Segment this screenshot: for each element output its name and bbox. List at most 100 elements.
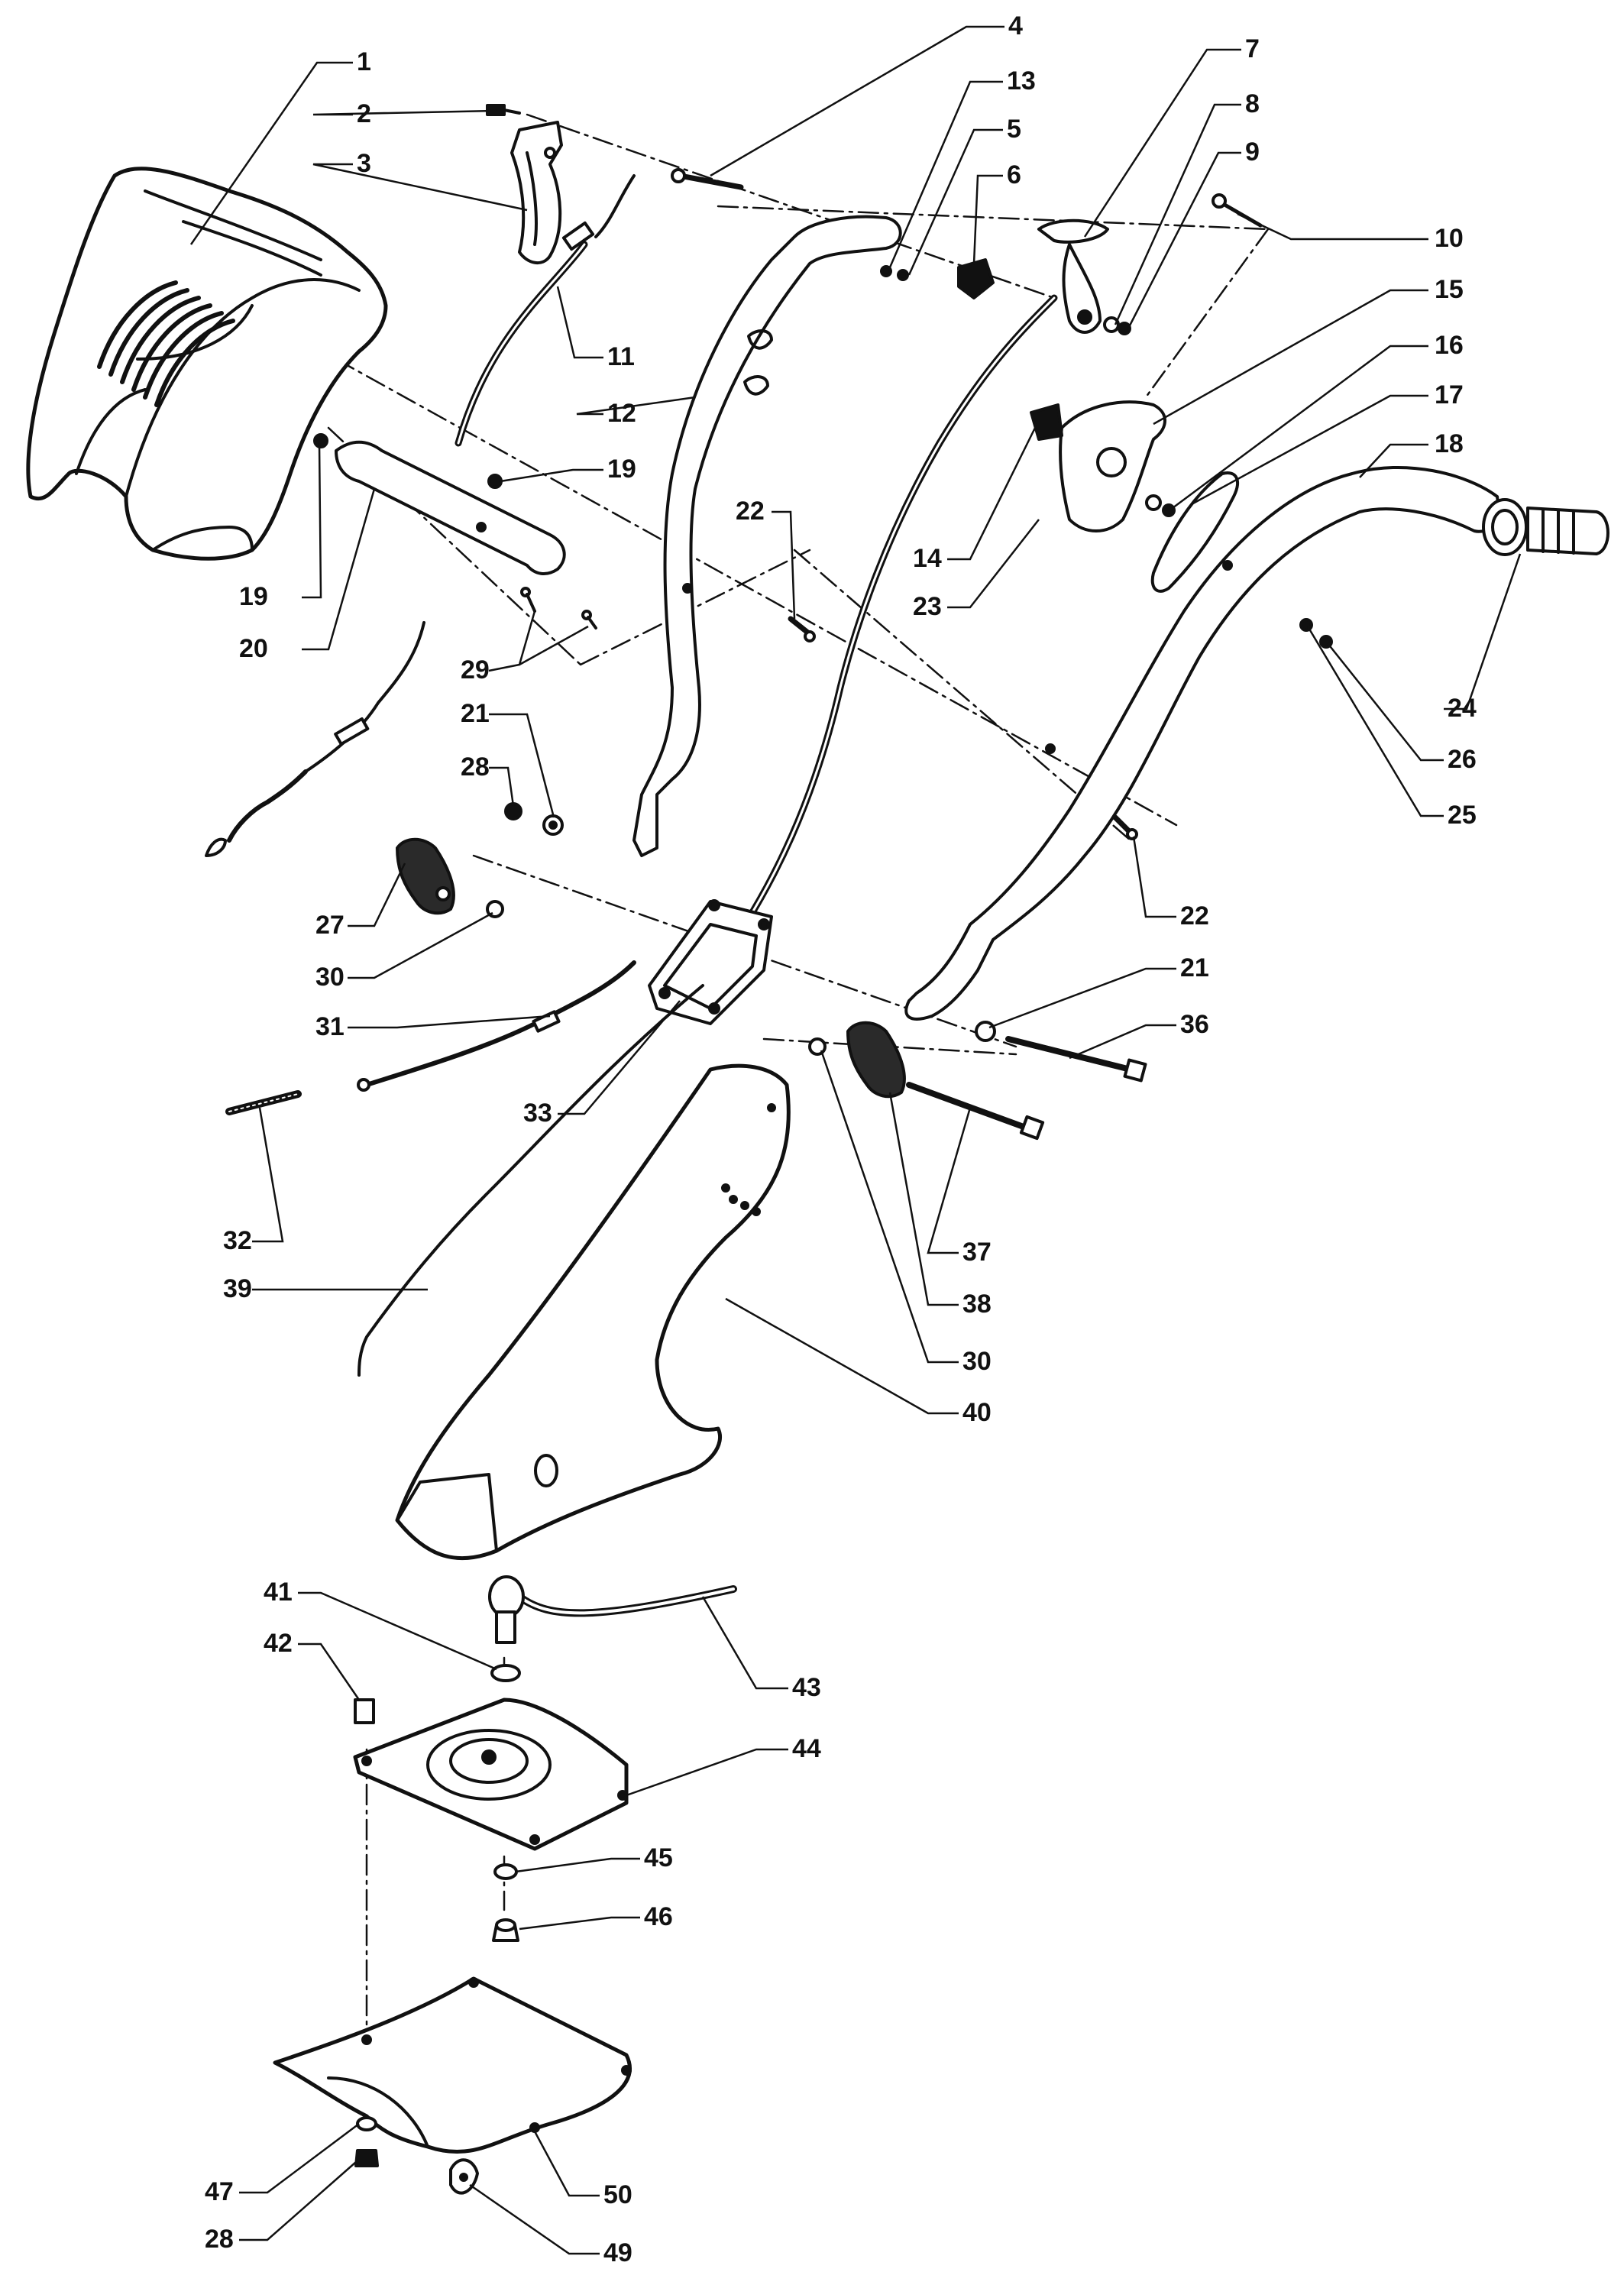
callout-18: 18	[1435, 429, 1464, 458]
callout-30-upper: 30	[315, 963, 345, 992]
callout-11: 11	[607, 342, 635, 371]
callout-numbers: 1 2 3 4 13 5 6 7 8 9 10 15 16 17 18 11 1…	[205, 11, 1477, 2267]
leader-line	[947, 519, 1040, 609]
callout-41: 41	[264, 1578, 293, 1607]
callout-9: 9	[1245, 138, 1260, 167]
handle-tube-right	[904, 465, 1499, 1021]
cable-part-39	[357, 984, 704, 1377]
callout-32: 32	[223, 1226, 252, 1255]
leader-line	[239, 2161, 357, 2241]
leader-line	[772, 510, 796, 620]
callout-43: 43	[792, 1673, 821, 1702]
callout-22-lower: 22	[1180, 901, 1209, 930]
leader-line	[488, 610, 589, 672]
leader-line	[1237, 212, 1428, 241]
callout-4: 4	[1008, 11, 1023, 40]
callout-36: 36	[1180, 1010, 1209, 1039]
leader-line	[556, 286, 603, 359]
discharge-chute	[395, 1063, 791, 1561]
nuts-part-8-9	[1103, 316, 1131, 335]
leader-line	[1444, 553, 1522, 710]
leader-line	[725, 1297, 959, 1415]
leader-line	[1114, 103, 1241, 325]
leader-line	[1327, 642, 1444, 762]
leader-line	[489, 713, 555, 818]
bolt-part-42	[354, 1698, 375, 1724]
callout-47: 47	[205, 2177, 234, 2206]
callout-19-upper: 19	[607, 455, 636, 484]
callout-45: 45	[644, 1843, 673, 1872]
handle-grip	[1482, 498, 1609, 556]
leader-line	[1069, 1024, 1176, 1060]
callout-23: 23	[913, 592, 942, 621]
washer-nut-part-21-28	[504, 802, 564, 836]
leader-line	[907, 128, 1003, 276]
leader-line	[576, 396, 696, 416]
callout-1: 1	[357, 47, 371, 76]
callout-40: 40	[962, 1398, 992, 1427]
leader-line	[1127, 151, 1241, 328]
callout-15: 15	[1435, 275, 1464, 304]
callout-28-upper: 28	[461, 752, 490, 782]
leader-line	[988, 967, 1176, 1029]
leader-line	[1153, 289, 1428, 426]
callout-33: 33	[523, 1099, 552, 1128]
callout-13: 13	[1007, 66, 1036, 95]
leader-line	[348, 863, 406, 927]
deflector-plate	[273, 1976, 632, 2154]
leader-line	[1306, 626, 1444, 817]
leader-line	[1191, 394, 1428, 506]
callout-39: 39	[223, 1274, 252, 1303]
callout-24: 24	[1448, 694, 1477, 723]
leader-line	[820, 1050, 959, 1364]
crank-rod	[488, 1575, 737, 1682]
leader-line	[252, 1107, 284, 1243]
leader-line	[348, 911, 493, 979]
callout-49: 49	[603, 2238, 632, 2267]
nuts-part-25-26	[1299, 618, 1333, 649]
control-cable-part-11	[455, 174, 636, 447]
switch-and-washer	[1145, 471, 1239, 593]
knob-left	[396, 837, 455, 915]
leader-line	[298, 1591, 497, 1671]
leader-line	[298, 1643, 361, 1701]
callout-29: 29	[461, 655, 490, 685]
base-plate	[353, 1698, 629, 1851]
leader-line	[302, 488, 376, 651]
callout-50: 50	[603, 2180, 632, 2209]
leader-line	[626, 1748, 788, 1797]
leader-line	[533, 2131, 600, 2197]
leader-line	[888, 1092, 959, 1306]
callout-7: 7	[1245, 34, 1260, 63]
bolt-part-36	[975, 1021, 1147, 1083]
leader-line	[558, 1000, 681, 1115]
screw-part-22-upper	[788, 616, 816, 642]
leader-line	[888, 80, 1003, 268]
callout-5: 5	[1007, 115, 1021, 144]
callout-2: 2	[357, 99, 371, 128]
spring-part-32	[225, 1090, 302, 1115]
leader-line	[239, 2123, 360, 2194]
leader-line	[312, 163, 528, 212]
leader-line	[469, 2183, 600, 2255]
callout-30-lower: 30	[962, 1347, 992, 1376]
callout-46: 46	[644, 1902, 673, 1931]
throttle-lever	[1037, 218, 1109, 334]
callout-21-upper: 21	[461, 699, 490, 728]
leader-line	[302, 442, 322, 599]
leader-line	[519, 1916, 640, 1931]
leader-line	[489, 766, 515, 807]
callout-16: 16	[1435, 331, 1464, 360]
leader-line	[927, 1107, 972, 1254]
callout-8: 8	[1245, 89, 1260, 118]
lever-bracket	[510, 121, 563, 264]
callout-leader-lines	[189, 25, 1522, 2255]
leader-line	[348, 1015, 551, 1029]
callout-37: 37	[962, 1238, 992, 1267]
callout-44: 44	[792, 1734, 821, 1763]
callout-27: 27	[315, 911, 345, 940]
callout-38: 38	[962, 1290, 992, 1319]
callout-10: 10	[1435, 224, 1464, 253]
